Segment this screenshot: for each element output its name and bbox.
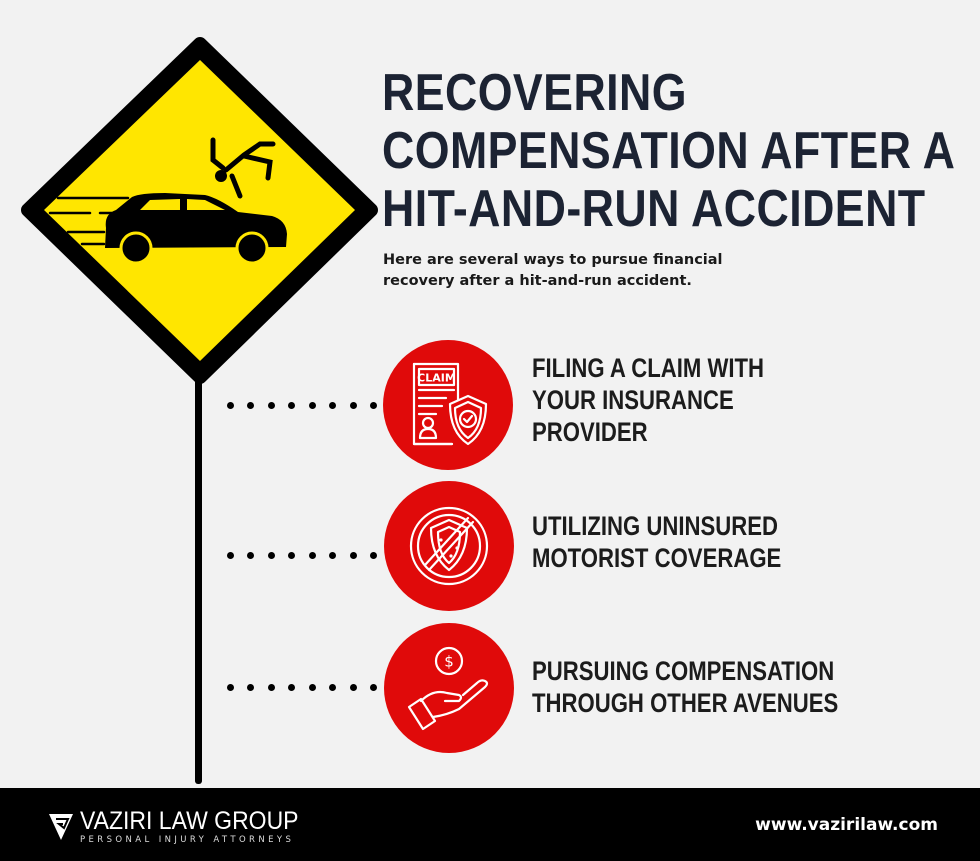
website-link[interactable]: www.vazirilaw.com bbox=[755, 815, 938, 835]
item-title-line: PURSUING COMPENSATION bbox=[532, 656, 835, 686]
item-icon-circle: $ bbox=[384, 623, 514, 753]
dotted-connector bbox=[227, 402, 377, 410]
subtitle-line: Here are several ways to pursue financia… bbox=[383, 252, 723, 268]
no-insurance-shield-icon bbox=[409, 506, 489, 586]
item-title-line: PROVIDER bbox=[532, 417, 648, 447]
item-title: FILING A CLAIM WITH YOUR INSURANCE PROVI… bbox=[532, 352, 764, 448]
footer: VAZIRI LAW GROUP PERSONAL INJURY ATTORNE… bbox=[0, 788, 980, 861]
hit-and-run-warning-sign-icon bbox=[21, 37, 378, 384]
brand-name: VAZIRI LAW GROUP bbox=[80, 807, 299, 835]
title-line: RECOVERING bbox=[382, 64, 687, 122]
title-line: COMPENSATION AFTER A bbox=[382, 122, 956, 180]
subtitle-line: recovery after a hit-and-run accident. bbox=[383, 273, 692, 289]
brand-tagline: PERSONAL INJURY ATTORNEYS bbox=[80, 835, 295, 845]
sign-pole bbox=[195, 370, 202, 784]
svg-text:$: $ bbox=[444, 653, 454, 671]
dotted-connector bbox=[227, 552, 377, 560]
brand-logo[interactable]: VAZIRI LAW GROUP PERSONAL INJURY ATTORNE… bbox=[48, 808, 318, 845]
item-title-line: YOUR INSURANCE bbox=[532, 385, 734, 415]
item-title-line: MOTORIST COVERAGE bbox=[532, 543, 782, 573]
page-title: RECOVERING COMPENSATION AFTER A HIT-AND-… bbox=[382, 64, 956, 238]
hand-with-dollar-coin-icon: $ bbox=[407, 646, 489, 731]
item-title-line: THROUGH OTHER AVENUES bbox=[532, 688, 839, 718]
item-icon-circle: CLAIM bbox=[383, 340, 513, 470]
insurance-claim-document-icon: CLAIM bbox=[412, 362, 488, 446]
title-line: HIT-AND-RUN ACCIDENT bbox=[382, 180, 926, 238]
item-icon-circle bbox=[384, 481, 514, 611]
item-title-line: FILING A CLAIM WITH bbox=[532, 353, 765, 383]
item-title: PURSUING COMPENSATION THROUGH OTHER AVEN… bbox=[532, 655, 838, 719]
dotted-connector bbox=[227, 684, 377, 692]
vaziri-logo-icon bbox=[49, 813, 73, 840]
subtitle: Here are several ways to pursue financia… bbox=[383, 250, 743, 292]
item-title: UTILIZING UNINSURED MOTORIST COVERAGE bbox=[532, 510, 781, 574]
item-title-line: UTILIZING UNINSURED bbox=[532, 511, 778, 541]
svg-text:CLAIM: CLAIM bbox=[417, 372, 456, 385]
